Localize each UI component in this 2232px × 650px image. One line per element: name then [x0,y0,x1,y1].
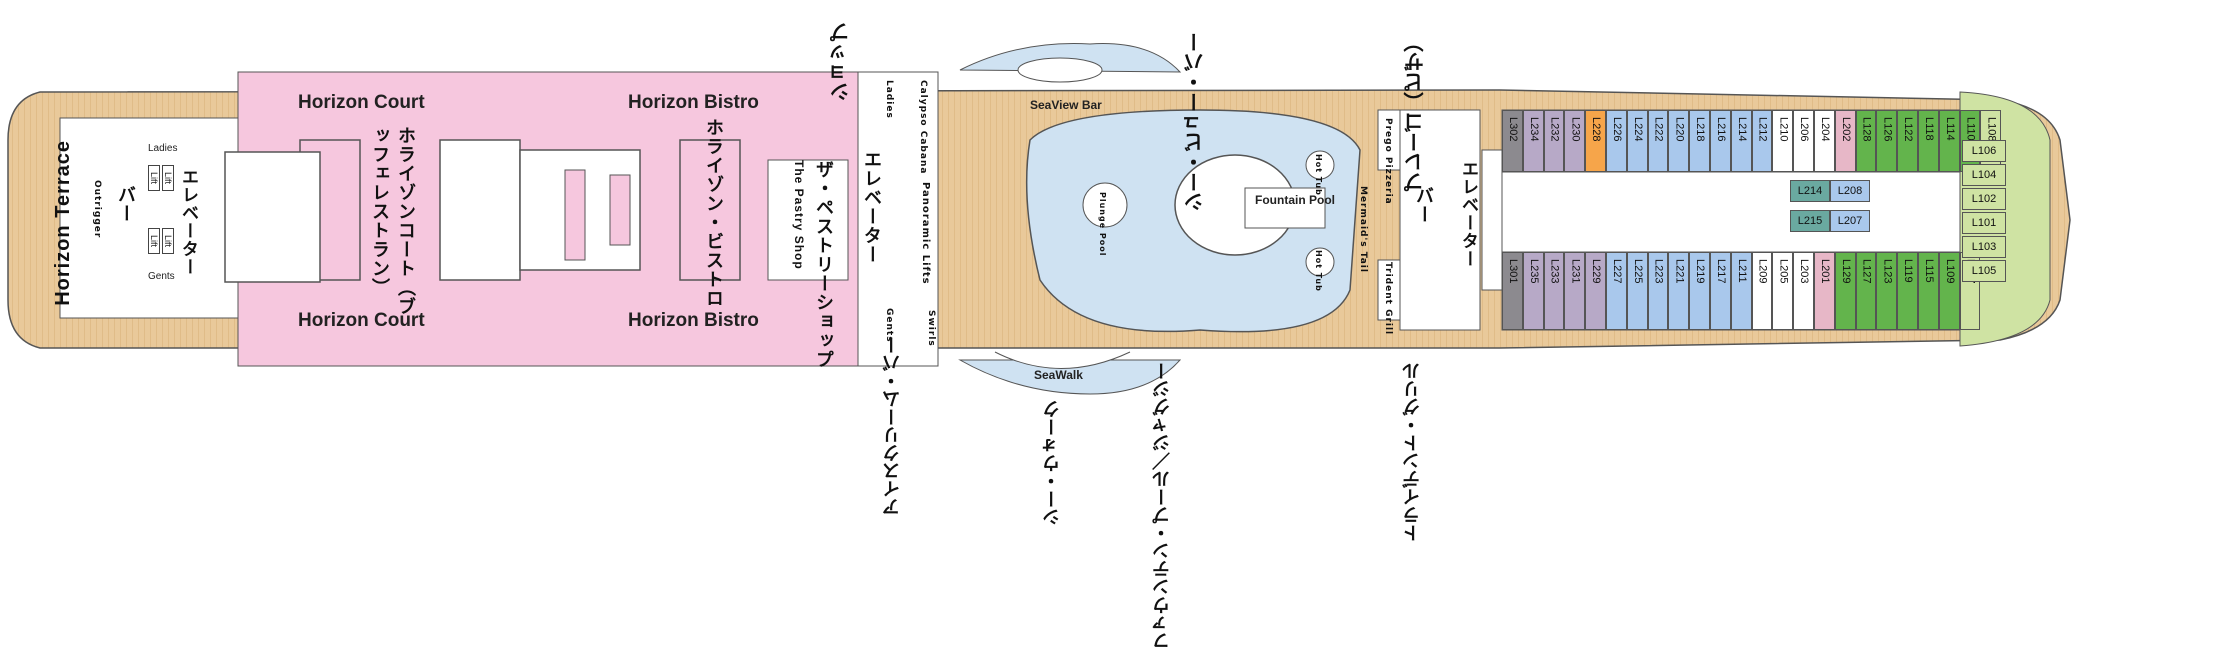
pool-elevator-label: エレベーター [1458,160,1478,268]
cabin-l207: L207 [1830,210,1870,232]
cabin-l128: L128 [1855,110,1877,172]
cabin-l210: L210 [1772,110,1794,172]
cabin-l228: L228 [1585,110,1606,172]
cabin-l103: L103 [1962,236,2006,258]
cabin-l216: L216 [1710,110,1731,172]
cabin-l219: L219 [1689,252,1710,330]
hot-tub-top-label: Hot Tub [1314,154,1323,196]
cabin-l126: L126 [1876,110,1898,172]
aft-lift-2: Lift [162,165,174,191]
aft-ladies-label: Ladies [148,143,178,154]
cabin-l127: L127 [1855,252,1877,330]
mid-gents-label: Gents [884,308,894,343]
cabin-l129: L129 [1834,252,1856,330]
cabin-l301: L301 [1502,252,1523,330]
cabin-l211: L211 [1730,252,1752,330]
pool-bar-label: バー [1413,186,1434,224]
cabin-l104: L104 [1962,164,2006,186]
cabin-l227: L227 [1606,252,1627,330]
cabin-l230: L230 [1564,110,1586,172]
seaview-bar-label: SeaView Bar [1030,98,1102,112]
cabin-l209: L209 [1751,252,1773,330]
horizon-court-top-label: Horizon Court [298,92,425,113]
horizon-bistro-top-label: Horizon Bistro [628,92,759,113]
swirls-label: Swirls [926,310,936,347]
deck-plan: Horizon Terrace Ladies Gents バー Outrigge… [7,22,2071,650]
aft-lift-3: Lift [148,228,160,254]
cabin-l220: L220 [1668,110,1690,172]
mid-elevator-label: エレベーター [861,150,882,264]
seaview-bar-callout: シー・ビュー・バー [1183,32,1207,212]
pastry-shop-jp-label: ザ・ペストリーショップ [813,160,834,369]
cabin-l233: L233 [1543,252,1565,330]
cabin-l215: L215 [1790,210,1830,232]
outrigger-label: Outrigger [92,180,102,239]
calypso-cabana-label: Calypso Cabana [918,80,928,175]
seawalk-label: SeaWalk [1034,368,1083,382]
horizon-court-bottom-label: Horizon Court [298,310,425,331]
cabin-l225: L225 [1626,252,1648,330]
aft-bar-label: バー [115,185,136,223]
pastry-shop-label: The Pastry Shop [792,160,806,270]
horizon-bistro-bottom-label: Horizon Bistro [628,310,759,331]
shop-callout: ショップ [829,22,853,102]
cabin-l205: L205 [1772,252,1794,330]
cabin-l106: L106 [1962,140,2006,162]
cabin-l101: L101 [1962,212,2006,234]
cabin-l118: L118 [1918,110,1939,172]
mermaids-tail-label: Mermaid's Tail [1358,186,1368,273]
cabin-l114: L114 [1938,110,1960,172]
cabin-l234: L234 [1522,110,1544,172]
cabin-l232: L232 [1543,110,1565,172]
cabin-l105: L105 [1962,260,2006,282]
fountain-pool-label: Fountain Pool [1255,193,1335,207]
prego-label: Prego Pizzeria [1383,118,1393,205]
cabin-l218: L218 [1689,110,1710,172]
cabin-l212: L212 [1751,110,1773,172]
cabin-l223: L223 [1647,252,1669,330]
cabin-l119: L119 [1897,252,1918,330]
horizon-bistro-jp-label: ホライゾン・ビストロ [703,118,724,308]
deck-plan-drawing [7,43,2071,395]
cabin-l202: L202 [1834,110,1856,172]
cabin-l302: L302 [1502,110,1523,172]
cabin-l208: L208 [1830,180,1870,202]
trident-callout: トライデント・グリル [1402,362,1423,542]
cabin-l122: L122 [1897,110,1918,172]
aft-lobby [59,117,241,319]
cabin-l115: L115 [1918,252,1939,330]
horizon-terrace-label: Horizon Terrace [52,140,74,306]
cabin-l222: L222 [1647,110,1669,172]
cabin-l123: L123 [1876,252,1898,330]
cabin-l231: L231 [1564,252,1586,330]
cabin-l109: L109 [1938,252,1960,330]
cabin-l221: L221 [1668,252,1690,330]
cabin-l224: L224 [1626,110,1648,172]
cabin-l203: L203 [1793,252,1814,330]
aft-lift-4: Lift [162,228,174,254]
cabin-l102: L102 [1962,188,2006,210]
pizza-callout: プレーゴ（ピザ） [1403,32,1427,192]
cabin-l214: L214 [1790,180,1830,202]
cabin-l206: L206 [1793,110,1814,172]
trident-label: Trident Grill [1383,262,1393,336]
cabin-l235: L235 [1522,252,1544,330]
cabin-l201: L201 [1814,252,1835,330]
aft-lift-1: Lift [148,165,160,191]
mid-ladies-label: Ladies [884,80,894,119]
icecream-callout: アイスクリーム・バー [882,336,903,516]
horizon-court-jp-label: ホライゾンコート（ブッフェレストラン） [369,126,416,316]
fountain-callout: ファウンテン・プール／ジャグジー [1152,362,1173,650]
plunge-pool-label: Plunge Pool [1098,192,1107,257]
cabin-l217: L217 [1710,252,1731,330]
cabin-l214: L214 [1730,110,1752,172]
aft-gents-label: Gents [148,271,175,282]
panoramic-lifts-label: Panoramic Lifts [920,182,931,285]
cabin-l204: L204 [1814,110,1835,172]
cabin-l226: L226 [1606,110,1627,172]
cabin-l229: L229 [1585,252,1606,330]
aft-elevator-label: エレベーター [178,168,198,276]
seawalk-callout: シー・ウォーク [1042,400,1063,526]
hot-tub-bottom-label: Hot Tub [1314,250,1323,292]
